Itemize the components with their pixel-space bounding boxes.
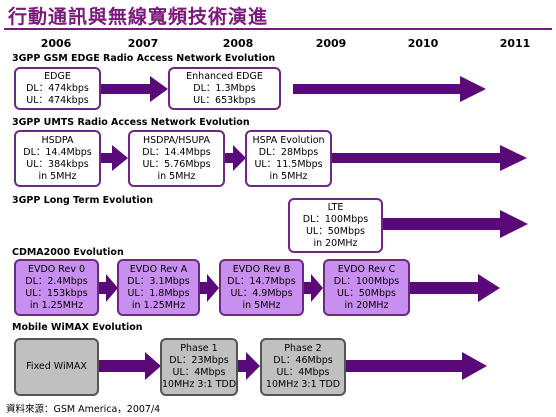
box-phase1-band: 10MHz 3:1 TDD xyxy=(162,379,237,390)
box-fixed-wimax: Fixed WiMAX xyxy=(14,338,99,396)
lte-arrow xyxy=(383,210,528,238)
box-hsdpa-band: in 5MHz xyxy=(38,170,77,182)
box-edge-name: EDGE xyxy=(44,70,71,82)
box-hspa-evolution-band: in 5MHz xyxy=(269,170,308,182)
gsm-arrow xyxy=(100,76,168,102)
box-evdo-revb-name: EVDO Rev B xyxy=(232,263,291,275)
umts-arrow-2 xyxy=(225,145,246,171)
box-edge: EDGE DL：474kbps UL：474kbps xyxy=(14,67,101,110)
box-evdo-revb-dl: DL：14.7Mbps xyxy=(227,275,296,287)
box-fixed-wimax-name: Fixed WiMAX xyxy=(26,361,87,372)
page-title: 行動通訊與無線寬頻技術演進 xyxy=(8,6,269,28)
section-cdma: CDMA2000 Evolution xyxy=(12,247,124,258)
box-evdo-reva: EVDO Rev A DL：3.1Mbps UL：1.8Mbps in 1.25… xyxy=(117,259,200,316)
box-phase1-name: Phase 1 xyxy=(180,343,218,354)
title-divider xyxy=(4,28,552,30)
year-2010: 2010 xyxy=(407,37,439,50)
box-enhanced-edge-dl: DL：1.3Mbps xyxy=(193,82,256,94)
wimax-arrow-2 xyxy=(238,352,260,380)
box-edge-dl: DL：474kbps xyxy=(26,82,89,94)
box-edge-ul: UL：474kbps xyxy=(26,94,89,106)
section-wimax: Mobile WiMAX Evolution xyxy=(12,322,143,333)
box-evdo-reva-name: EVDO Rev A xyxy=(129,263,188,275)
box-hsdpa-ul: UL：384kbps xyxy=(26,158,89,170)
box-phase1-dl: DL：23Mbps xyxy=(169,355,229,366)
box-evdo-reva-band: in 1.25MHz xyxy=(131,299,186,311)
box-evdo-revc-dl: DL：100Mbps xyxy=(333,275,400,287)
box-hsdpa-hsupa-ul: UL：5.76Mbps xyxy=(142,158,211,170)
section-lte: 3GPP Long Term Evolution xyxy=(12,195,153,206)
box-lte-name: LTE xyxy=(327,201,344,213)
box-phase2-name: Phase 2 xyxy=(284,343,322,354)
box-phase2-band: 10MHz 3:1 TDD xyxy=(265,379,341,390)
year-2007: 2007 xyxy=(127,37,159,50)
box-hspa-evolution: HSPA Evolution DL：28Mbps UL：11.5Mbps in … xyxy=(245,130,332,187)
box-hsdpa-hsupa-dl: DL：14.4Mbps xyxy=(142,146,211,158)
cdma-arrow-2 xyxy=(200,274,219,302)
box-hsdpa-dl: DL：14.4Mbps xyxy=(23,146,92,158)
box-evdo-reva-ul: UL：1.8Mbps xyxy=(127,287,190,299)
box-phase1-ul: UL：4Mbps xyxy=(172,367,226,378)
year-2008: 2008 xyxy=(222,37,254,50)
cdma-long-arrow xyxy=(410,274,500,302)
box-evdo-revb-band: in 5MHz xyxy=(242,299,281,311)
box-hsdpa-hsupa-band: in 5MHz xyxy=(157,170,196,182)
cdma-arrow-1 xyxy=(99,274,118,302)
source-note: 資料來源：GSM America，2007/4 xyxy=(6,404,161,415)
box-hsdpa-hsupa-name: HSDPA/HSUPA xyxy=(142,134,211,146)
box-hsdpa-name: HSDPA xyxy=(41,134,74,146)
box-lte: LTE DL：100Mbps UL：50Mbps in 20MHz xyxy=(288,198,383,253)
umts-arrow-1 xyxy=(100,145,128,171)
box-enhanced-edge: Enhanced EDGE DL：1.3Mbps UL：653kbps xyxy=(168,67,281,110)
box-evdo-rev0: EVDO Rev 0 DL：2.4Mbps UL：153kbps in 1.25… xyxy=(14,259,99,316)
umts-long-arrow xyxy=(332,145,527,171)
box-phase1: Phase 1 DL：23Mbps UL：4Mbps 10MHz 3:1 TDD xyxy=(160,338,238,396)
box-evdo-rev0-dl: DL：2.4Mbps xyxy=(25,275,88,287)
box-evdo-revb-ul: UL：4.9Mbps xyxy=(230,287,293,299)
box-evdo-revc-name: EVDO Rev C xyxy=(337,263,396,275)
box-enhanced-edge-name: Enhanced EDGE xyxy=(186,70,263,82)
cdma-arrow-3 xyxy=(304,274,323,302)
year-2011: 2011 xyxy=(499,37,531,50)
box-enhanced-edge-ul: UL：653kbps xyxy=(193,94,256,106)
box-evdo-reva-dl: DL：3.1Mbps xyxy=(127,275,190,287)
box-hspa-evolution-ul: UL：11.5Mbps xyxy=(254,158,323,170)
box-lte-ul: UL：50Mbps xyxy=(305,225,366,237)
box-lte-dl: DL：100Mbps xyxy=(302,213,369,225)
box-evdo-revb: EVDO Rev B DL：14.7Mbps UL：4.9Mbps in 5MH… xyxy=(219,259,304,316)
wimax-long-arrow xyxy=(346,352,487,380)
wimax-arrow-1 xyxy=(99,352,161,380)
year-2009: 2009 xyxy=(315,37,347,50)
box-evdo-revc: EVDO Rev C DL：100Mbps UL：50Mbps in 20MHz xyxy=(323,259,410,316)
box-evdo-rev0-ul: UL：153kbps xyxy=(25,287,88,299)
section-gsm: 3GPP GSM EDGE Radio Access Network Evolu… xyxy=(12,53,276,64)
box-phase2-ul: UL：4Mbps xyxy=(276,367,330,378)
box-hspa-evolution-name: HSPA Evolution xyxy=(252,134,325,146)
box-evdo-revc-ul: UL：50Mbps xyxy=(336,287,397,299)
box-evdo-rev0-name: EVDO Rev 0 xyxy=(27,263,86,275)
year-2006: 2006 xyxy=(40,37,72,50)
box-lte-band: in 20MHz xyxy=(313,237,358,249)
box-hsdpa-hsupa: HSDPA/HSUPA DL：14.4Mbps UL：5.76Mbps in 5… xyxy=(128,130,225,187)
box-phase2: Phase 2 DL：46Mbps UL：4Mbps 10MHz 3:1 TDD xyxy=(260,338,346,396)
box-evdo-revc-band: in 20MHz xyxy=(344,299,389,311)
section-umts: 3GPP UMTS Radio Access Network Evolution xyxy=(12,117,250,128)
box-evdo-rev0-band: in 1.25MHz xyxy=(29,299,84,311)
gsm-long-arrow xyxy=(293,76,486,102)
box-hspa-evolution-dl: DL：28Mbps xyxy=(258,146,319,158)
box-hsdpa: HSDPA DL：14.4Mbps UL：384kbps in 5MHz xyxy=(14,130,101,187)
box-phase2-dl: DL：46Mbps xyxy=(273,355,333,366)
